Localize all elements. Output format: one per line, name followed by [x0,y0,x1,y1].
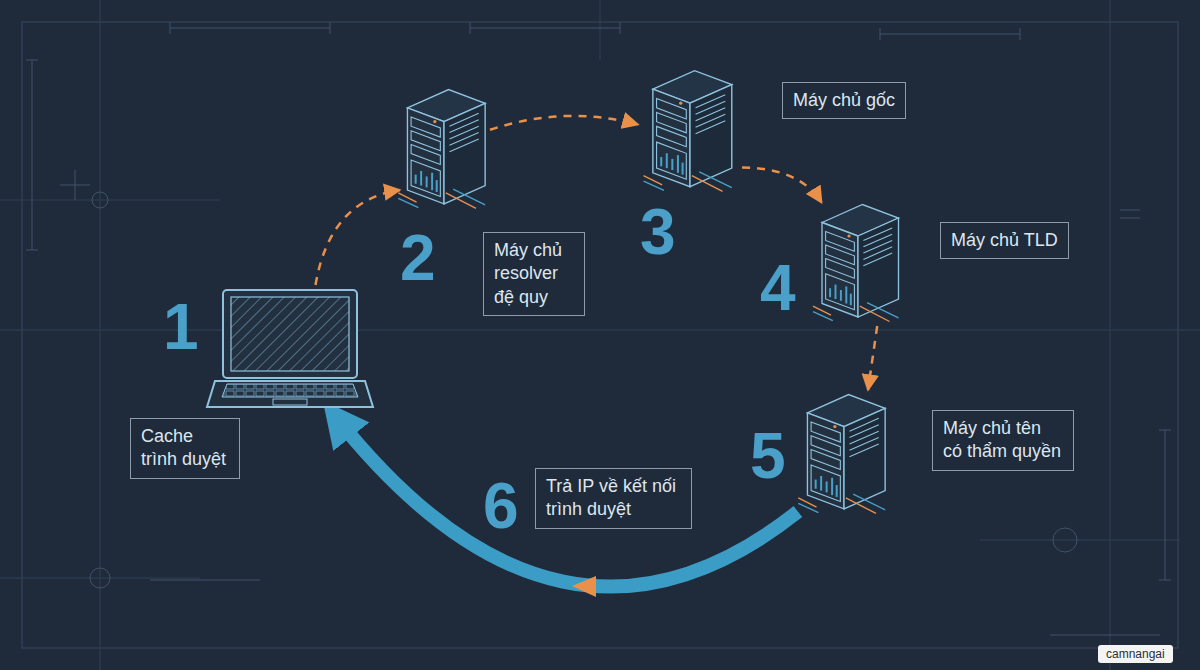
callout-number: 6 [483,474,519,538]
query-arrow [742,167,822,202]
laptop-node: 1Cache trình duyệt [205,285,375,415]
edge-label: Trả IP về kết nối trình duyệt [535,468,692,529]
server-node: 5Máy chủ tên có thẩm quyền [796,390,892,518]
accent-arrowhead [572,576,596,597]
watermark: camnangai [1098,645,1173,663]
server-icon [810,200,906,326]
server-icon [398,85,490,213]
query-arrow [316,190,400,285]
label-box: Cache trình duyệt [130,418,240,479]
return-arrow [334,415,798,587]
label-box: Máy chủ resolver đệ quy [483,232,585,316]
callout-number: 3 [640,200,676,264]
query-arrow [490,116,638,130]
label-box: Máy chủ tên có thẩm quyền [932,410,1074,471]
label-box: Máy chủ TLD [940,222,1069,259]
server-node: 2Máy chủ resolver đệ quy [398,85,490,213]
server-icon [796,390,892,518]
callout-number: 2 [400,226,436,290]
callout-number: 4 [760,256,796,320]
callout-number: 1 [163,295,199,359]
server-node: 4Máy chủ TLD [810,200,906,326]
server-node: 3Máy chủ gốc [638,66,742,196]
label-box: Máy chủ gốc [782,82,906,119]
callout-number: 5 [750,424,786,488]
query-arrow [868,326,877,390]
laptop-icon [205,285,375,415]
server-icon [638,66,742,196]
